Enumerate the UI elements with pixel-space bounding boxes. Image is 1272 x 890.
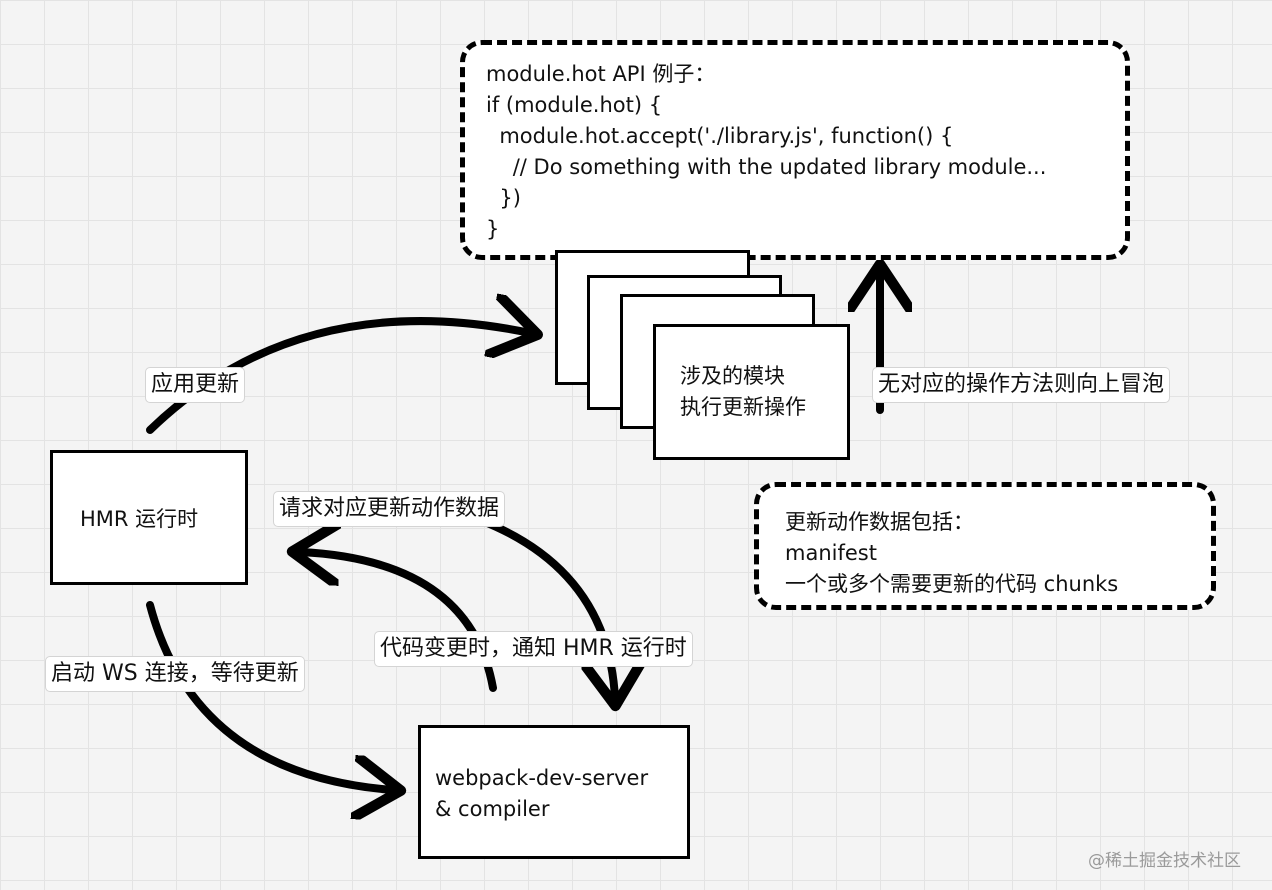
update-data-line-3: 一个或多个需要更新的代码 chunks bbox=[785, 572, 1119, 596]
ws-connect-arrow bbox=[146, 601, 393, 790]
notify-runtime-arrow bbox=[476, 516, 615, 698]
code-line: if (module.hot) { bbox=[486, 93, 663, 117]
hmr-runtime-box: HMR 运行时 bbox=[50, 450, 248, 585]
start-ws-label: 启动 WS 连接，等待更新 bbox=[45, 656, 305, 692]
hmr-runtime-label: HMR 运行时 bbox=[80, 507, 199, 531]
watermark: @稀土掘金技术社区 bbox=[1088, 851, 1241, 871]
apply-update-label: 应用更新 bbox=[145, 367, 246, 403]
update-data-line-1: 更新动作数据包括： bbox=[785, 510, 974, 534]
update-data-line-2: manifest bbox=[785, 541, 877, 565]
code-change-label: 代码变更时，通知 HMR 运行时 bbox=[374, 631, 693, 667]
bubble-up-label: 无对应的操作方法则向上冒泡 bbox=[872, 367, 1171, 403]
dev-server-box: webpack-dev-server & compiler bbox=[418, 725, 690, 859]
code-line: // Do something with the updated library… bbox=[486, 155, 1047, 179]
modules-line-1: 涉及的模块 bbox=[680, 364, 785, 388]
code-line: module.hot API 例子： bbox=[486, 62, 716, 86]
modules-line-2: 执行更新操作 bbox=[680, 395, 806, 419]
modules-update-box: 涉及的模块 执行更新操作 bbox=[653, 324, 850, 460]
update-data-box: 更新动作数据包括： manifest 一个或多个需要更新的代码 chunks bbox=[754, 482, 1216, 610]
request-data-arrow bbox=[300, 552, 497, 692]
code-example-box: module.hot API 例子： if (module.hot) { mod… bbox=[460, 40, 1130, 260]
request-data-label: 请求对应更新动作数据 bbox=[273, 491, 506, 527]
dev-server-line-2: & compiler bbox=[435, 797, 550, 821]
code-line: } bbox=[486, 217, 500, 241]
code-line: }) bbox=[486, 186, 521, 210]
code-line: module.hot.accept('./library.js', functi… bbox=[486, 124, 954, 148]
dev-server-line-1: webpack-dev-server bbox=[435, 766, 649, 790]
